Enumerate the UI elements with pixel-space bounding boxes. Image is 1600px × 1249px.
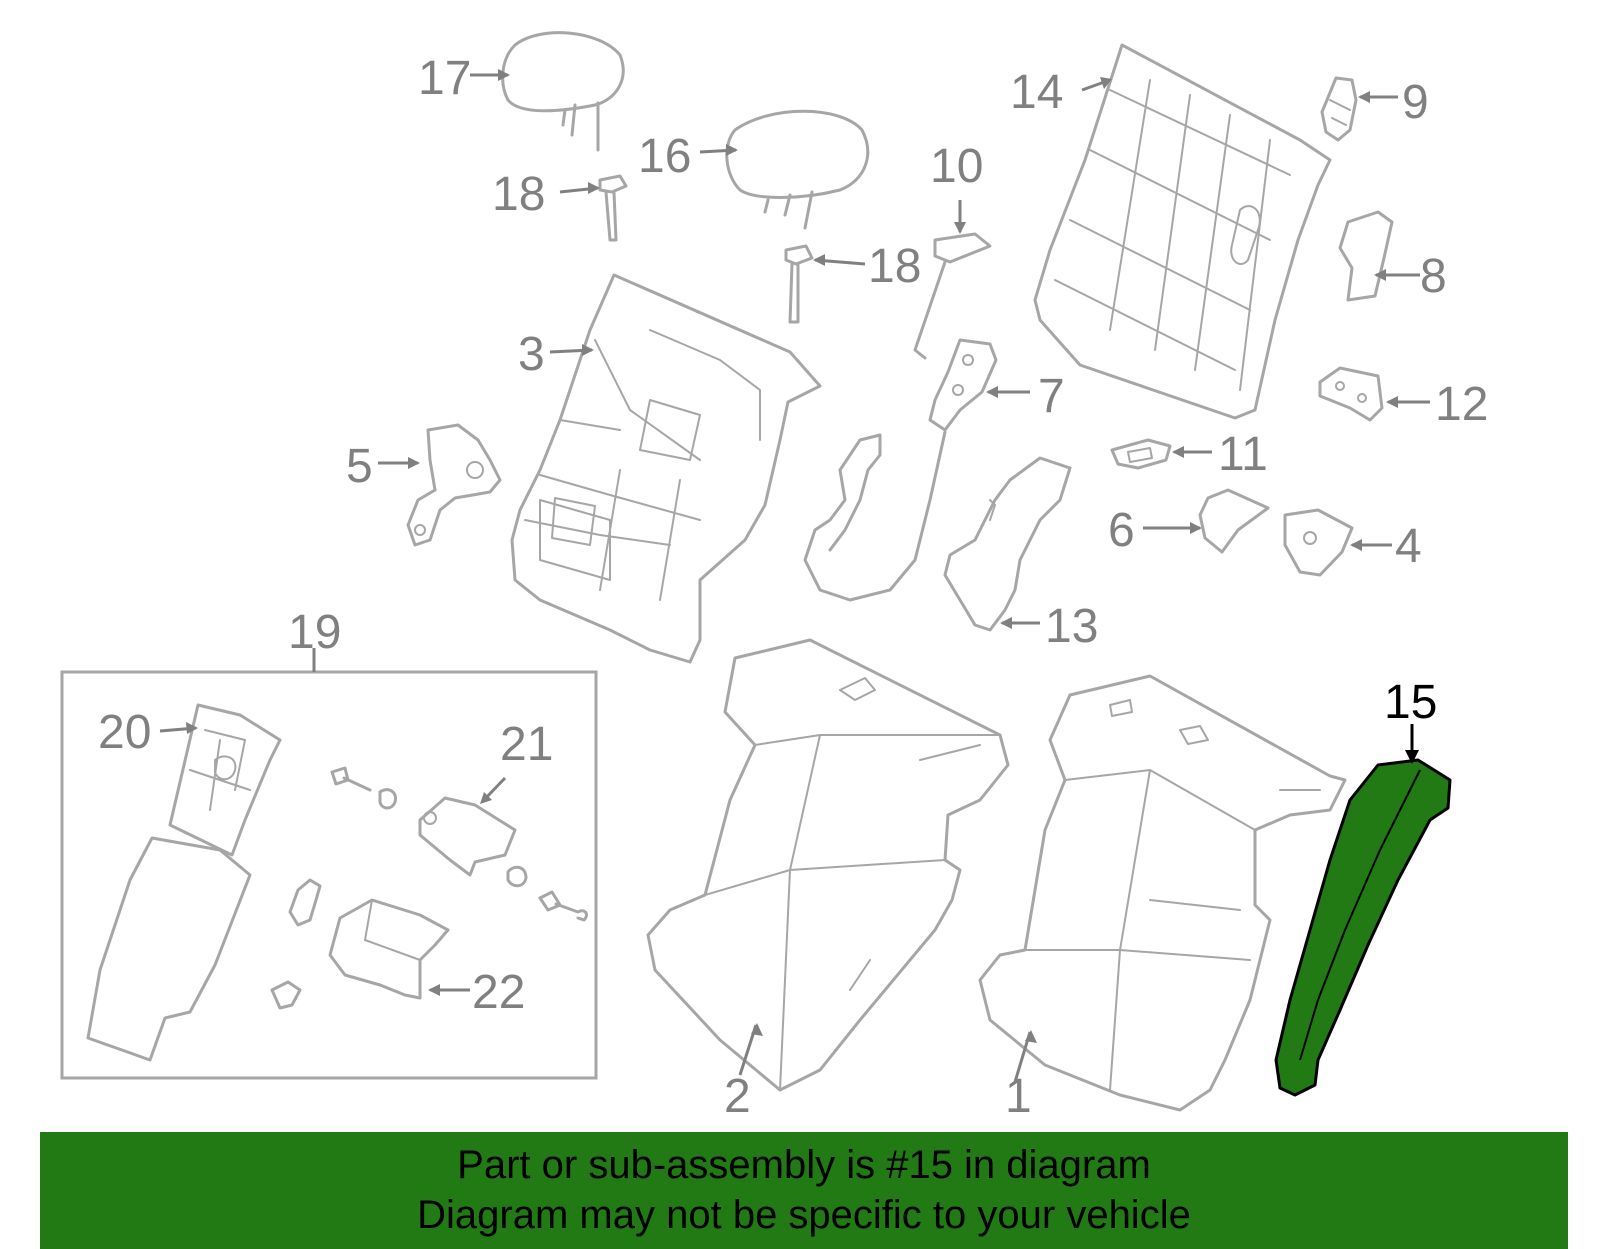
part-13-side-cover[interactable] bbox=[943, 456, 1072, 632]
callout-3: 3 bbox=[518, 328, 545, 381]
part-16-headrest[interactable] bbox=[725, 109, 870, 230]
callout-22: 22 bbox=[472, 966, 525, 1019]
callout-7: 7 bbox=[1038, 370, 1065, 423]
part-18-guide-upper[interactable] bbox=[598, 174, 628, 242]
callout-21: 21 bbox=[500, 718, 553, 771]
part-9-clip[interactable] bbox=[1320, 76, 1358, 142]
part-3-seatback-frame[interactable] bbox=[510, 273, 822, 664]
part-17-headrest[interactable] bbox=[501, 31, 625, 152]
armrest-body[interactable] bbox=[86, 836, 252, 1062]
part-22-armrest-hinge[interactable] bbox=[328, 898, 450, 1000]
callout-14: 14 bbox=[1010, 66, 1063, 119]
part-14-seatback-panel[interactable] bbox=[1033, 43, 1332, 420]
callout-2: 2 bbox=[724, 1070, 751, 1123]
part-4-trim-cover[interactable] bbox=[1283, 508, 1354, 577]
part-6-trim-cover[interactable] bbox=[1198, 488, 1270, 554]
part-11-small-bracket[interactable] bbox=[1110, 438, 1172, 470]
callout-10: 10 bbox=[930, 140, 983, 193]
callout-17: 17 bbox=[418, 52, 471, 105]
callout-18-lower: 18 bbox=[868, 240, 921, 293]
part-8-bracket[interactable] bbox=[1338, 210, 1394, 302]
callout-20: 20 bbox=[98, 706, 151, 759]
callout-4: 4 bbox=[1395, 520, 1422, 573]
part-15-side-bolster-highlighted[interactable] bbox=[1274, 758, 1452, 1097]
callout-13: 13 bbox=[1045, 600, 1098, 653]
banner-line-part: Part or sub-assembly is #15 in diagram bbox=[457, 1143, 1151, 1187]
callout-15-highlighted: 15 bbox=[1384, 676, 1437, 729]
callout-5: 5 bbox=[346, 440, 373, 493]
part-5-hinge-bracket[interactable] bbox=[406, 423, 502, 547]
callout-16: 16 bbox=[638, 130, 691, 183]
callout-12: 12 bbox=[1435, 378, 1488, 431]
part-20-armrest-cover[interactable] bbox=[168, 703, 282, 857]
part-12-hinge-plate[interactable] bbox=[1318, 366, 1384, 422]
callout-18-upper: 18 bbox=[492, 168, 545, 221]
banner-line-disclaimer: Diagram may not be specific to your vehi… bbox=[417, 1193, 1191, 1237]
part-10-release-cable[interactable] bbox=[913, 232, 992, 360]
callout-19: 19 bbox=[288, 606, 341, 659]
armrest-clip[interactable] bbox=[288, 878, 322, 927]
part-21-armrest-bracket[interactable] bbox=[418, 796, 517, 877]
callout-1: 1 bbox=[1005, 1070, 1032, 1123]
callout-11: 11 bbox=[1218, 428, 1268, 481]
callout-9: 9 bbox=[1402, 76, 1429, 129]
part-18-guide-lower[interactable] bbox=[784, 244, 814, 324]
bolt-hardware[interactable] bbox=[270, 766, 588, 1010]
callout-8: 8 bbox=[1420, 250, 1447, 303]
info-banner: Part or sub-assembly is #15 in diagram D… bbox=[40, 1132, 1568, 1249]
callout-6: 6 bbox=[1108, 504, 1135, 557]
leader-arrowheads bbox=[186, 69, 1398, 1043]
part-1-seatback-cover[interactable] bbox=[978, 674, 1347, 1112]
part-19-armrest-group[interactable] bbox=[60, 648, 598, 1080]
leader-15-arrowhead bbox=[1405, 750, 1419, 764]
part-2-seatback-cover[interactable] bbox=[646, 638, 1010, 1092]
part-7-lock-assembly[interactable] bbox=[803, 338, 998, 602]
